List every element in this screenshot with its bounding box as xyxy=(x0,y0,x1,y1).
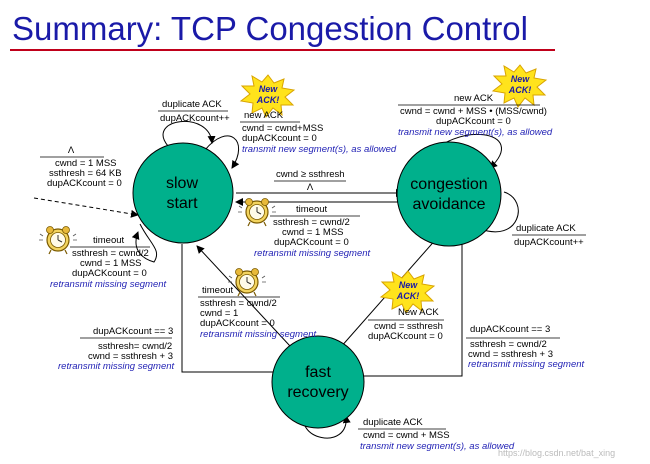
svg-text:timeout: timeout xyxy=(296,204,328,215)
svg-text:transmit new segment(s), as al: transmit new segment(s), as allowed xyxy=(398,127,553,138)
ss-timeout-loop xyxy=(131,223,158,263)
svg-text:cwnd = 1: cwnd = 1 xyxy=(200,308,238,319)
svg-text:retransmit missing segment: retransmit missing segment xyxy=(254,248,371,259)
svg-text:cwnd = ssthresh + 3: cwnd = ssthresh + 3 xyxy=(88,351,173,362)
state-fast-recovery: fast recovery xyxy=(271,335,365,429)
svg-text:timeout: timeout xyxy=(93,235,125,246)
init-arrow xyxy=(33,197,139,218)
svg-text:timeout: timeout xyxy=(202,285,234,296)
svg-text:Λ: Λ xyxy=(68,145,75,156)
svg-text:transmit new segment(s), as al: transmit new segment(s), as allowed xyxy=(360,441,515,452)
label-fr-timeout: timeout ssthresh = cwnd/2 cwnd = 1 dupAC… xyxy=(198,285,317,340)
svg-text:dupACKcount++: dupACKcount++ xyxy=(160,113,230,124)
svg-text:dupACKcount == 3: dupACKcount == 3 xyxy=(470,324,550,335)
svg-text:New: New xyxy=(259,84,279,94)
new-ack-burst-icon: New ACK! xyxy=(492,64,547,108)
svg-text:ssthresh = 64 KB: ssthresh = 64 KB xyxy=(49,168,122,179)
svg-text:ssthresh = cwnd/2: ssthresh = cwnd/2 xyxy=(72,248,149,259)
svg-text:duplicate ACK: duplicate ACK xyxy=(363,417,423,428)
svg-text:ACK!: ACK! xyxy=(508,85,532,95)
svg-text:new ACK: new ACK xyxy=(454,93,494,104)
label-ss-to-fr: dupACKcount == 3 ssthresh= cwnd/2 cwnd =… xyxy=(58,326,175,372)
svg-text:dupACKcount = 0: dupACKcount = 0 xyxy=(47,178,122,189)
label-ca-timeout: timeout ssthresh = cwnd/2 cwnd = 1 MSS d… xyxy=(254,204,371,259)
svg-text:cwnd = cwnd+MSS: cwnd = cwnd+MSS xyxy=(242,123,323,134)
svg-text:ACK!: ACK! xyxy=(396,291,420,301)
svg-text:retransmit missing segment: retransmit missing segment xyxy=(50,279,167,290)
label-ca-to-fr: dupACKcount == 3 ssthresh = cwnd/2 cwnd … xyxy=(466,324,585,370)
svg-text:duplicate ACK: duplicate ACK xyxy=(516,223,576,234)
ss-to-fr-arrow xyxy=(181,244,283,376)
label-ss-newack: new ACK cwnd = cwnd+MSS dupACKcount = 0 … xyxy=(240,110,397,155)
svg-text:ssthresh = cwnd/2: ssthresh = cwnd/2 xyxy=(470,339,547,350)
alarm-clock-icon xyxy=(237,197,277,227)
svg-text:Λ: Λ xyxy=(307,182,314,193)
ca-to-fr-arrow xyxy=(353,225,463,380)
new-ack-burst-icon: New ACK! xyxy=(240,74,295,118)
ca-dup-loop xyxy=(477,191,519,235)
state-label: slow xyxy=(166,175,198,192)
label-ca-newack: new ACK cwnd = cwnd + MSS • (MSS/cwnd) d… xyxy=(398,93,553,138)
svg-text:retransmit missing segment: retransmit missing segment xyxy=(200,329,317,340)
svg-text:retransmit missing segment: retransmit missing segment xyxy=(58,361,175,372)
svg-text:duplicate ACK: duplicate ACK xyxy=(162,99,222,110)
alarm-clock-icon xyxy=(227,267,267,297)
label-ss-to-ca: cwnd ≥ ssthresh Λ xyxy=(274,169,346,193)
ss-newack-loop xyxy=(204,135,240,169)
label-ss-timeout: timeout ssthresh = cwnd/2 cwnd = 1 MSS d… xyxy=(50,235,167,290)
label-ca-dup: duplicate ACK dupACKcount++ xyxy=(512,223,586,248)
svg-text:dupACKcount = 0: dupACKcount = 0 xyxy=(72,268,147,279)
state-label: start xyxy=(166,195,198,212)
label-fr-dup: duplicate ACK cwnd = cwnd + MSS transmit… xyxy=(358,417,515,452)
svg-text:cwnd ≥ ssthresh: cwnd ≥ ssthresh xyxy=(276,169,345,180)
svg-text:transmit new segment(s), as al: transmit new segment(s), as allowed xyxy=(242,144,397,155)
state-label: avoidance xyxy=(413,196,486,213)
svg-text:ssthresh = cwnd/2: ssthresh = cwnd/2 xyxy=(273,217,350,228)
svg-text:cwnd = cwnd + MSS • (MSS/cwnd): cwnd = cwnd + MSS • (MSS/cwnd) xyxy=(400,106,547,117)
new-ack-burst-icon: New ACK! xyxy=(380,270,435,314)
svg-text:dupACKcount = 0: dupACKcount = 0 xyxy=(368,331,443,342)
svg-text:cwnd = 1 MSS: cwnd = 1 MSS xyxy=(282,227,344,238)
svg-text:dupACKcount == 3: dupACKcount == 3 xyxy=(93,326,173,337)
svg-text:ssthresh = cwnd/2: ssthresh = cwnd/2 xyxy=(200,298,277,309)
svg-text:dupACKcount = 0: dupACKcount = 0 xyxy=(242,133,317,144)
svg-text:ssthresh= cwnd/2: ssthresh= cwnd/2 xyxy=(98,341,172,352)
ss-dup-loop xyxy=(162,121,216,147)
page-title: Summary: TCP Congestion Control xyxy=(12,10,528,47)
state-label: recovery xyxy=(287,384,348,401)
svg-text:new ACK: new ACK xyxy=(244,110,284,121)
watermark: https://blog.csdn.net/bat_xing xyxy=(498,448,615,458)
fr-to-ss-arrow xyxy=(196,245,291,347)
svg-text:New ACK: New ACK xyxy=(398,307,439,318)
state-slow-start: slow start xyxy=(132,142,234,244)
svg-text:dupACKcount = 0: dupACKcount = 0 xyxy=(200,318,275,329)
state-congestion-avoidance: congestion avoidance xyxy=(396,141,502,247)
svg-text:dupACKcount = 0: dupACKcount = 0 xyxy=(274,237,349,248)
label-init: Λ cwnd = 1 MSS ssthresh = 64 KB dupACKco… xyxy=(40,145,122,189)
svg-text:New: New xyxy=(511,74,531,84)
svg-text:cwnd = cwnd + MSS: cwnd = cwnd + MSS xyxy=(363,430,450,441)
svg-text:cwnd = ssthresh + 3: cwnd = ssthresh + 3 xyxy=(468,349,553,360)
svg-text:ACK!: ACK! xyxy=(256,95,280,105)
svg-text:cwnd = ssthresh: cwnd = ssthresh xyxy=(374,321,443,332)
state-label: fast xyxy=(305,364,331,381)
svg-text:dupACKcount = 0: dupACKcount = 0 xyxy=(436,116,511,127)
svg-text:New: New xyxy=(399,280,419,290)
label-fr-to-ca: New ACK cwnd = ssthresh dupACKcount = 0 xyxy=(368,307,444,342)
svg-text:dupACKcount++: dupACKcount++ xyxy=(514,237,584,248)
svg-text:cwnd = 1 MSS: cwnd = 1 MSS xyxy=(80,258,142,269)
svg-text:cwnd = 1 MSS: cwnd = 1 MSS xyxy=(55,158,117,169)
state-label: congestion xyxy=(410,176,487,193)
svg-text:retransmit missing segment: retransmit missing segment xyxy=(468,359,585,370)
label-ss-dup: duplicate ACK dupACKcount++ xyxy=(158,99,230,124)
